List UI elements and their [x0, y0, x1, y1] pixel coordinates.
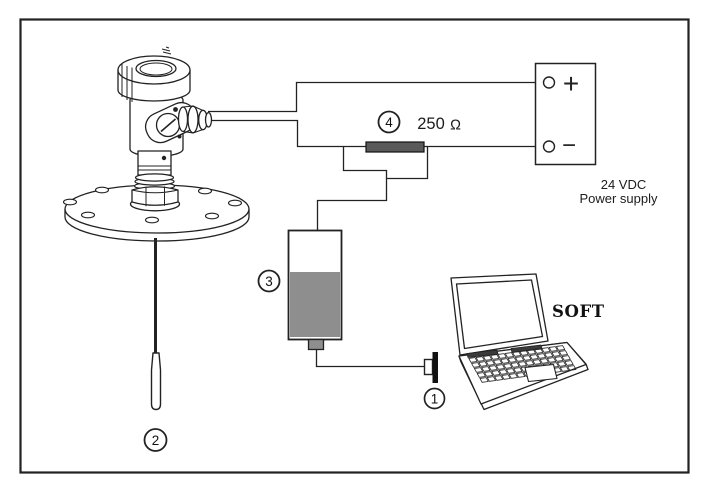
usb-adapter — [423, 352, 438, 383]
process-connection — [129, 150, 181, 212]
callout-probe-weight: 2 — [143, 428, 168, 452]
callout-2-number: 2 — [152, 433, 160, 448]
laptop-display — [455, 279, 544, 350]
laptop-keyboard — [469, 346, 576, 383]
gland-screw-slot — [160, 118, 177, 133]
level-transmitter — [62, 46, 250, 411]
head-lid-inner-rim — [139, 62, 173, 76]
callout-labels: 1 2 3 4 — [143, 110, 446, 452]
transmitter-head — [117, 46, 191, 102]
hart-modem-port — [307, 338, 325, 351]
probe-weight — [150, 352, 162, 411]
wire-modem-to-adapter — [315, 349, 424, 368]
flange-bolt-holes — [62, 186, 243, 224]
hex-nut-facets — [131, 186, 179, 207]
gland-tip — [204, 111, 213, 128]
plus-symbol: + — [563, 68, 579, 99]
callout-1-number: 1 — [431, 391, 439, 406]
callout-resistor: 4 — [377, 110, 401, 134]
laptop — [451, 273, 588, 411]
power-supply-voltage-label: 24 VDC — [601, 177, 647, 192]
wire-modem-tap-left — [316, 146, 388, 231]
gland-dot-top — [173, 107, 178, 112]
power-supply-name-label: Power supply — [579, 191, 658, 206]
terminal-positive-icon — [542, 76, 556, 89]
resistor-value-label: 250 — [417, 115, 445, 133]
wire-modem-tap-right — [387, 146, 429, 180]
resistor-unit-label: Ω — [450, 118, 461, 134]
laptop-software-label: SOFT — [552, 302, 605, 321]
thread-1 — [134, 173, 175, 182]
hart-modem — [287, 229, 343, 351]
usb-adapter-bar — [432, 352, 438, 383]
callout-usb-adapter: 1 — [423, 387, 446, 410]
laptop-hinge-left — [466, 349, 499, 358]
gland-ring-2 — [187, 105, 199, 134]
wire-positive — [208, 81, 545, 113]
terminal-negative-icon — [542, 140, 556, 153]
hart-modem-fill — [290, 272, 340, 337]
head-ribs — [121, 64, 133, 102]
callout-4-number: 4 — [385, 115, 393, 130]
minus-symbol: − — [562, 132, 576, 159]
hex-nut — [131, 186, 179, 206]
diagram-frame — [19, 18, 690, 474]
cable-gland — [144, 101, 213, 144]
usb-adapter-plug — [423, 358, 434, 376]
resistor-body — [365, 141, 425, 153]
callout-3-number: 3 — [265, 274, 273, 289]
neck — [137, 150, 172, 176]
callout-hart-modem: 3 — [257, 269, 281, 293]
neck-bands — [138, 165, 171, 171]
neck-screw — [161, 155, 167, 161]
power-supply: + − 24 VDC Power supply — [534, 62, 658, 206]
gland-ring-1 — [177, 106, 189, 133]
head-top-screw — [161, 46, 172, 55]
gland-dot-bottom — [177, 134, 182, 139]
laptop-touchpad — [524, 363, 558, 383]
